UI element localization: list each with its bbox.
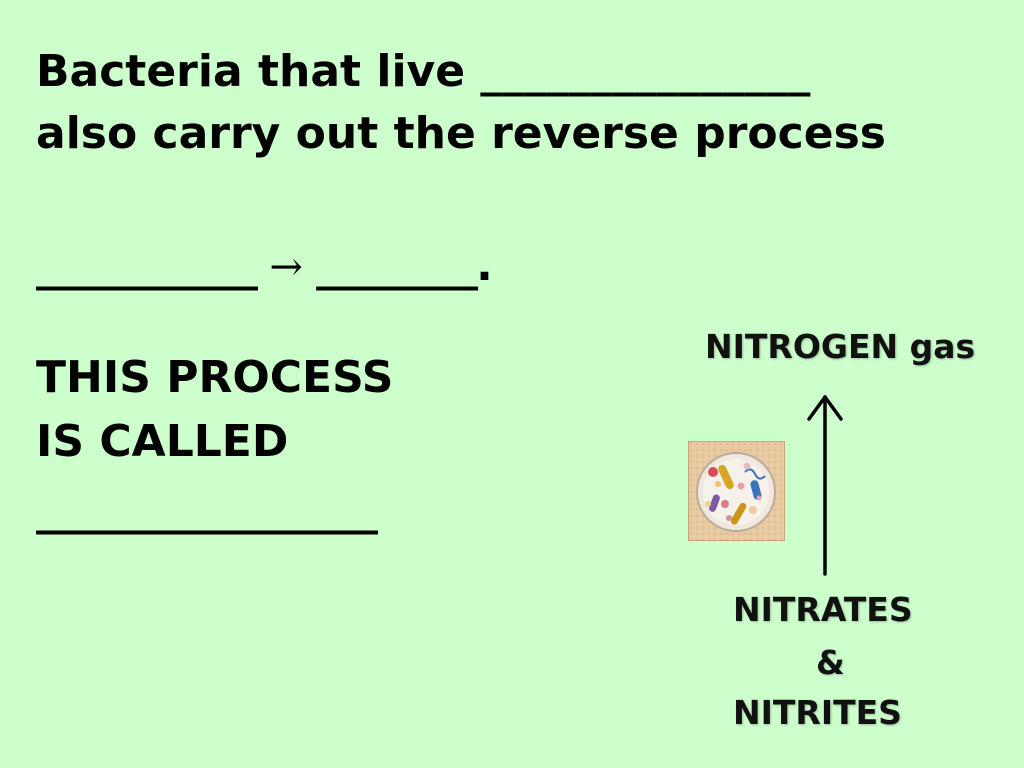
question-line-2: also carry out the reverse process: [36, 108, 886, 159]
nitrates-label: NITRATES: [733, 590, 913, 629]
nitrites-label: NITRITES: [733, 693, 902, 732]
product-blank: ________.: [316, 240, 493, 291]
process-answer-blank: _________________: [36, 484, 378, 535]
reaction-equation: ___________ → ________.: [36, 244, 493, 290]
reactant-blank: ___________: [36, 240, 258, 291]
right-arrow-icon: →: [269, 244, 303, 290]
nitrogen-gas-label: NITROGEN gas: [705, 327, 976, 366]
process-label-line-2: IS CALLED: [36, 416, 289, 467]
bacteria-image: [688, 441, 785, 541]
up-arrow-icon: [807, 395, 843, 576]
ampersand-label: &: [816, 643, 845, 682]
process-label-line-1: THIS PROCESS: [36, 352, 394, 403]
bacteria-icon: [689, 442, 784, 540]
question-line-1: Bacteria that live _______________: [36, 46, 811, 97]
